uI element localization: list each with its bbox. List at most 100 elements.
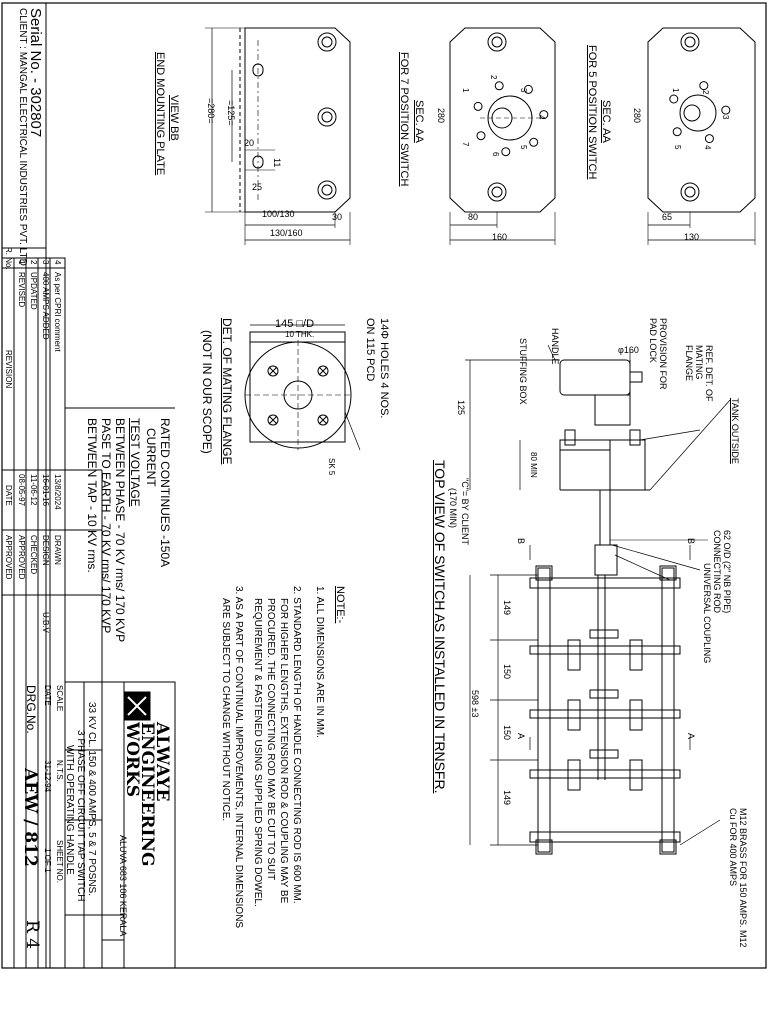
pos7-contact-stud	[476, 131, 486, 141]
drawing-desc-3: WITH OPERATING HANDLE	[64, 745, 75, 875]
flange-sk: SK 5	[327, 458, 336, 476]
pos7-contact-stud	[494, 81, 504, 91]
pos7-6: 6	[491, 152, 500, 157]
test-earth: PASE TO EARTH - 70 KV rms/ 170 KVP	[99, 418, 113, 634]
view-bb-subtitle: END MOUNTING PLATE	[154, 52, 166, 176]
revision-table-lines	[1, 257, 175, 969]
rating-current: RATED CONTINUES -150A	[158, 418, 172, 568]
dim-130-160: 130/160	[270, 228, 303, 238]
note-1: 1. ALL DIMENSIONS ARE IN MM.	[314, 586, 325, 738]
flange-subtitle: (NOT IN OUR SCOPE)	[200, 330, 214, 454]
test-tap: BETWEEN TAP - 10 KV rms.	[85, 418, 99, 573]
dim-30: 30	[332, 212, 343, 222]
serial-number: Serial No. - 302807	[27, 8, 44, 138]
rev-row-3-text: 400 AMPS ADDED	[41, 272, 50, 340]
rev-row-1-text: REVISED	[17, 272, 26, 308]
rev-header-approved: APPROVED	[4, 535, 13, 580]
section-a-left: A	[516, 733, 526, 740]
callout-tank-outside: TANK OUTSIDE	[730, 398, 740, 464]
client-name: CLIENT : MANGAL ELECTRICAL INDUSTRIES PV…	[17, 8, 28, 266]
dim-149-b: 149	[502, 790, 512, 806]
test-voltage-heading: TEST VOLTAGE	[128, 418, 142, 507]
dim-80: 80	[468, 212, 479, 222]
flange-pcd: ON 115 PCD	[364, 318, 376, 382]
rev-row-1-no: 1	[17, 260, 26, 265]
scale-label: SCALE	[55, 685, 64, 712]
pos7-5: 5	[519, 145, 528, 150]
dim-280-7pos: 280	[436, 108, 446, 124]
scale-value: N.T.S.	[55, 760, 64, 782]
callout-handle: HANDLE	[550, 328, 560, 365]
sec-aa-5-drawing	[647, 27, 756, 245]
title-block-lines	[64, 681, 176, 969]
dim-150-a: 150	[502, 664, 512, 680]
pos7-contact-stud	[539, 110, 549, 120]
callout-ref-det: REF. DET. OF MATING FLANGE	[684, 345, 714, 402]
dim-c-min: (170 MIN)	[448, 488, 458, 529]
pos5-4: 4	[703, 145, 712, 150]
sheet-label: SHEET NO.	[55, 840, 64, 883]
flange-dia: 145 □/D	[275, 318, 315, 330]
dim-598: 598 ±3	[470, 690, 480, 718]
dim-phi-160: φ160	[618, 345, 639, 355]
sec-aa-7-drawing	[449, 27, 556, 245]
rev-row-1-date: 08-05-97	[17, 474, 26, 507]
note-3a: 3. AS A PART OF CONTINUAL IMPROVEMENTS, …	[233, 586, 244, 929]
notes-title: NOTE:-	[334, 586, 346, 624]
pos5-5: 5	[673, 145, 682, 150]
note-2b: FOR HIGHER LENGTHS, EXTENSION ROD & COUP…	[278, 598, 289, 904]
company-address: ALUVA 683 106 KERALA	[118, 835, 128, 937]
note-2c: PROCURED. THE CONNECTING ROD MAY BE CUT …	[265, 598, 276, 881]
date-value: 31-12-94	[43, 760, 52, 793]
callout-stuffing-box: STUFFING BOX	[518, 338, 528, 405]
rev-row-4-text: As per CPRI comment	[53, 272, 62, 352]
rev-row-4-no: 4	[53, 260, 62, 265]
pos7-contact-stud	[501, 147, 511, 157]
drawing-number: AEW / 812	[20, 768, 40, 867]
pos7-contact-stud	[523, 84, 533, 94]
pos5-1: 1	[671, 88, 680, 93]
rev-row-2-no: 2	[29, 260, 38, 265]
company-name-3: WORKS	[122, 722, 142, 798]
pos5-contact-stud	[672, 127, 682, 137]
note-3b: ARE SUBJECT TO CHANGE WITHOUT NOTICE.	[220, 598, 231, 822]
test-phase: BETWEEN PHASE - 70 KV rms/ 170 KVP	[113, 418, 127, 643]
dim-125: =125=	[226, 100, 236, 126]
flange-title: DET. OF MATING FLANGE	[220, 318, 234, 465]
dim-280-bb: =280=	[206, 98, 216, 124]
label-checked: CHECKED	[29, 535, 38, 575]
dim-c-by-client: "C"= BY CLIENT	[460, 478, 470, 545]
view-bb-title: VIEW BB	[168, 95, 180, 141]
pos5-contact-stud	[699, 81, 709, 91]
dim-160: 160	[492, 232, 508, 242]
section-a-right: A	[686, 733, 696, 740]
dim-280-5pos: 280	[632, 108, 642, 124]
rev-header-date: DATE	[4, 485, 13, 506]
designer-initials: U.B.V	[41, 612, 50, 633]
pos5-2: 2	[701, 90, 710, 95]
section-b-right: B	[686, 538, 696, 545]
pos7-contact-stud	[529, 137, 539, 147]
dim-149-a: 149	[502, 600, 512, 616]
date-label: DATE	[43, 685, 52, 706]
pos5-3: 3	[721, 115, 730, 120]
drawing-number-label: DRG.No.	[24, 685, 38, 734]
note-2a: 2. STANDARD LENGTH OF HANDLE CONNECTING …	[291, 586, 302, 904]
sec-aa-7-subtitle: FOR 7 POSITION SWITCH	[398, 52, 410, 187]
section-b-left: B	[516, 538, 526, 545]
rev-row-2-text: UPDATED	[29, 272, 38, 310]
dim-25: 25	[252, 182, 263, 192]
pos7-3: 3	[519, 88, 528, 93]
drawing-desc-1: 33 KV CL. 150 & 400 AMPS, 5 & 7 POSNS.	[86, 702, 97, 896]
top-view-handle-drawing	[559, 359, 708, 780]
rating-current-label: CURRENT	[144, 428, 158, 487]
callout-universal-coupling: UNIVERSAL COUPLING	[702, 563, 712, 664]
pos5-contact-stud	[669, 94, 679, 104]
dim-150-b: 150	[502, 725, 512, 741]
view-bb-drawing	[205, 27, 351, 245]
flange-thickness: 10 THK.	[285, 330, 315, 339]
rev-row-3-no: 3	[41, 260, 50, 265]
rev-row-4-date: 13/8/2024	[53, 474, 62, 510]
dim-100-130: 100/130	[262, 209, 295, 219]
